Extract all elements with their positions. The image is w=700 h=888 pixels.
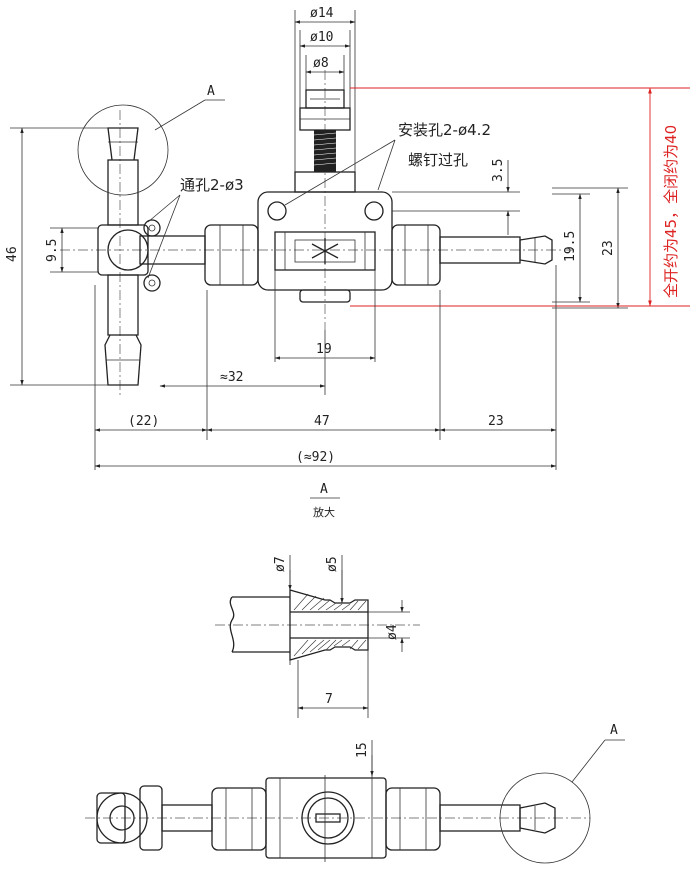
dim-approx-92: (≈92) <box>296 450 335 465</box>
dim-d14: ø14 <box>310 6 334 21</box>
dim-d10: ø10 <box>310 30 333 45</box>
top-view: A 15 <box>85 723 625 864</box>
left-coupling <box>139 224 259 286</box>
dim-23-horizontal: 23 <box>488 414 504 429</box>
view-a-scale: 放大 <box>313 505 335 519</box>
dim-46: 46 <box>5 246 20 262</box>
dim-3-5: 3.5 <box>491 159 506 182</box>
dim-7: 7 <box>325 692 333 707</box>
dim-22: (22) <box>128 414 159 429</box>
top-diameter-dims: ø14 ø10 ø8 <box>294 6 356 172</box>
right-coupling <box>391 224 553 286</box>
dim-d4: ø4 <box>385 624 400 640</box>
dim-23-vertical: 23 <box>601 240 616 256</box>
adjust-knob <box>294 89 356 193</box>
dim-19: 19 <box>316 342 332 357</box>
dim-d7: ø7 <box>273 556 288 572</box>
dim-d5: ø5 <box>325 556 340 572</box>
valve-body <box>257 191 393 303</box>
front-view: A ø14 ø10 ø8 安装孔2-ø4.2 螺钉过孔 通孔2-ø3 <box>5 6 690 470</box>
dim-approx-32: ≈32 <box>220 370 243 385</box>
detail-view-a: A 放大 <box>215 482 420 718</box>
dim-19-5: 19.5 <box>563 231 578 262</box>
view-label-a-top: A <box>207 84 215 99</box>
dim-9-5: 9.5 <box>45 239 60 262</box>
open-close-note: 全开约为45，全闭约为40 <box>662 125 680 298</box>
view-a-title: A <box>320 482 328 497</box>
dim-15: 15 <box>355 742 370 758</box>
screw-hole-label: 螺钉过孔 <box>408 151 468 169</box>
dim-d8: ø8 <box>313 56 329 71</box>
tee-fitting <box>77 104 169 386</box>
through-hole-label: 通孔2-ø3 <box>180 176 244 194</box>
view-label-a-bottom: A <box>610 723 618 738</box>
mount-hole-label: 安装孔2-ø4.2 <box>398 121 491 139</box>
dim-47: 47 <box>314 414 330 429</box>
